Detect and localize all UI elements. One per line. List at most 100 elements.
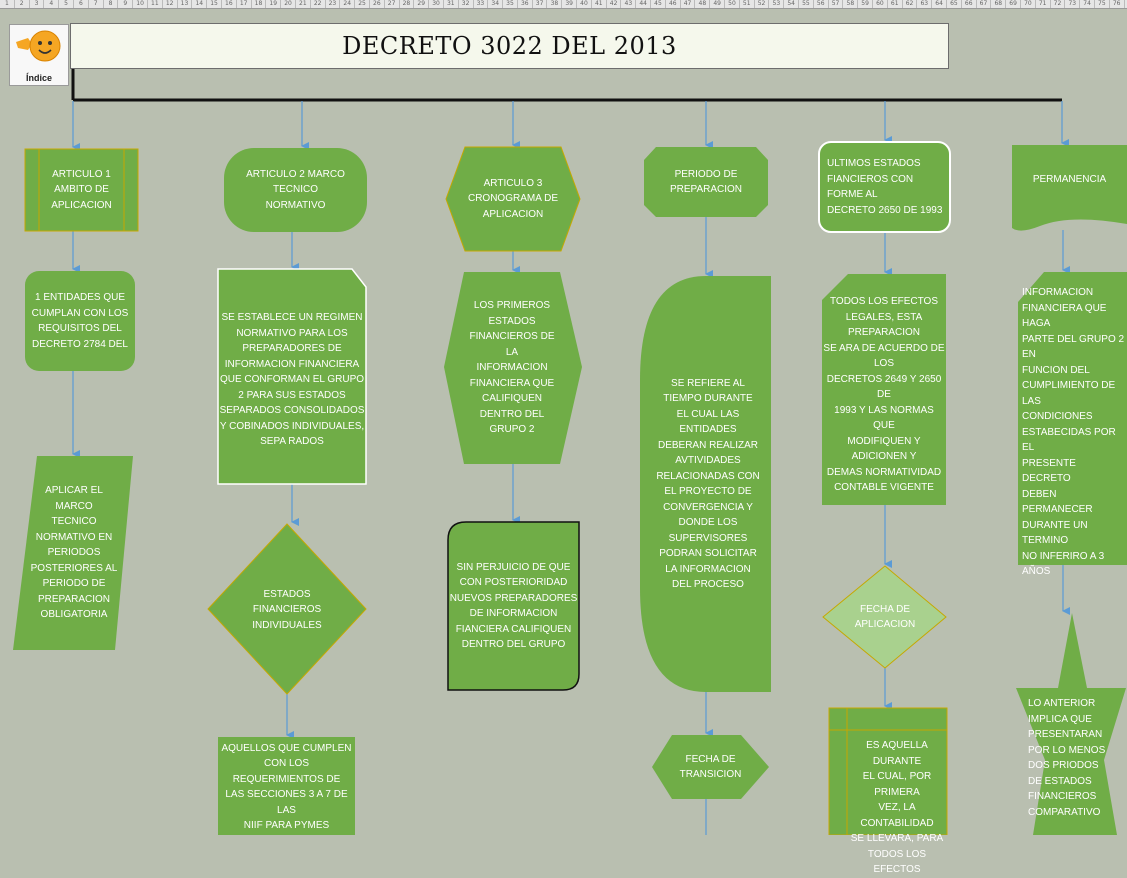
- ruler-column-48: 48: [695, 0, 711, 8]
- title-banner: DECRETO 3022 DEL 2013: [70, 23, 949, 69]
- ruler-column-69: 69: [1006, 0, 1021, 8]
- index-button[interactable]: Índice: [9, 24, 69, 86]
- ruler-column-72: 72: [1051, 0, 1066, 8]
- ruler-column-75: 75: [1095, 0, 1110, 8]
- ruler-column-12: 12: [163, 0, 178, 8]
- ruler-column-59: 59: [858, 0, 874, 8]
- ruler-column-63: 63: [917, 0, 933, 8]
- ruler-column-35: 35: [503, 0, 518, 8]
- node-efectos-legales: [822, 274, 946, 505]
- ruler-column-49: 49: [710, 0, 726, 8]
- ruler-column-26: 26: [370, 0, 385, 8]
- ruler-column-17: 17: [237, 0, 252, 8]
- tree-connector: [71, 68, 1062, 102]
- node-informacion-grupo2: [1018, 272, 1127, 565]
- node-estados-individuales: [207, 523, 367, 695]
- ruler-column-39: 39: [562, 0, 578, 8]
- ruler-column-3: 3: [30, 0, 45, 8]
- ruler-column-1: 1: [0, 0, 15, 8]
- ruler-column-73: 73: [1065, 0, 1081, 8]
- ruler-column-58: 58: [843, 0, 859, 8]
- node-aplicar-marco: [13, 456, 133, 650]
- ruler-column-36: 36: [518, 0, 533, 8]
- ruler-column-56: 56: [814, 0, 829, 8]
- ruler-column-38: 38: [547, 0, 563, 8]
- ruler-column-24: 24: [340, 0, 356, 8]
- ruler-column-2: 2: [15, 0, 30, 8]
- node-fecha-aplicacion: [822, 565, 947, 669]
- node-es-aquella: [828, 707, 948, 835]
- ruler-column-34: 34: [488, 0, 504, 8]
- node-fecha-transicion: [652, 735, 769, 799]
- ruler-column-52: 52: [755, 0, 770, 8]
- ruler-column-51: 51: [740, 0, 755, 8]
- ruler-column-13: 13: [178, 0, 193, 8]
- ruler-column-37: 37: [533, 0, 548, 8]
- ruler-column-42: 42: [607, 0, 622, 8]
- ruler-column-50: 50: [725, 0, 740, 8]
- ruler-column-57: 57: [829, 0, 844, 8]
- ruler-column-60: 60: [873, 0, 888, 8]
- node-ultimos-estados: [818, 141, 951, 233]
- node-sin-perjuicio: [447, 521, 580, 691]
- ruler-column-41: 41: [592, 0, 607, 8]
- ruler-column-65: 65: [947, 0, 962, 8]
- ruler-column-6: 6: [74, 0, 89, 8]
- ruler-column-15: 15: [207, 0, 222, 8]
- node-primeros-estados: [444, 272, 582, 464]
- ruler-column-67: 67: [977, 0, 992, 8]
- ruler-column-28: 28: [400, 0, 415, 8]
- node-periodo-preparacion: [644, 147, 768, 217]
- ruler-column-29: 29: [414, 0, 430, 8]
- ruler-column-4: 4: [44, 0, 60, 8]
- ruler-column-61: 61: [888, 0, 903, 8]
- node-tiempo-durante: [640, 276, 771, 692]
- ruler-column-5: 5: [59, 0, 74, 8]
- node-cumplen-requerimientos: [218, 737, 355, 835]
- ruler-column-27: 27: [385, 0, 400, 8]
- ruler-column-18: 18: [252, 0, 267, 8]
- ruler-column-8: 8: [104, 0, 119, 8]
- ruler-column-43: 43: [621, 0, 637, 8]
- emoji-pointing-face-icon: [16, 30, 61, 62]
- flow-arrows: [72, 101, 1070, 835]
- ruler-column-9: 9: [118, 0, 134, 8]
- node-entidades-requisitos: [25, 271, 135, 371]
- ruler-column-46: 46: [666, 0, 681, 8]
- ruler-column-64: 64: [932, 0, 947, 8]
- ruler-column-70: 70: [1021, 0, 1036, 8]
- node-articulo-2: [224, 148, 367, 232]
- index-label: Índice: [25, 73, 52, 83]
- ruler-column-10: 10: [133, 0, 148, 8]
- ruler-column-45: 45: [651, 0, 666, 8]
- ruler-column-74: 74: [1080, 0, 1095, 8]
- ruler-column-54: 54: [784, 0, 800, 8]
- page-title: DECRETO 3022 DEL 2013: [342, 32, 677, 60]
- ruler-column-23: 23: [326, 0, 341, 8]
- ruler-column-62: 62: [903, 0, 918, 8]
- ruler-column-66: 66: [962, 0, 977, 8]
- ruler-column-33: 33: [474, 0, 489, 8]
- ruler-column-16: 16: [222, 0, 237, 8]
- flowchart-canvas: [13, 68, 1127, 835]
- ruler-column-47: 47: [681, 0, 696, 8]
- ruler-column-53: 53: [769, 0, 785, 8]
- ruler-column-11: 11: [148, 0, 163, 8]
- ruler-column-40: 40: [577, 0, 592, 8]
- ruler-column-14: 14: [192, 0, 208, 8]
- ruler-column-19: 19: [266, 0, 282, 8]
- ruler-column-68: 68: [991, 0, 1007, 8]
- ruler-column-55: 55: [799, 0, 814, 8]
- ruler-column-31: 31: [444, 0, 459, 8]
- node-articulo-3: [445, 146, 581, 252]
- ruler-column-71: 71: [1036, 0, 1051, 8]
- ruler-column-22: 22: [311, 0, 326, 8]
- node-regimen-normativo: [217, 268, 367, 485]
- ruler-column-7: 7: [89, 0, 104, 8]
- ruler-column-32: 32: [459, 0, 474, 8]
- node-articulo-1: [24, 148, 139, 232]
- ruler-column-20: 20: [281, 0, 296, 8]
- ruler-column-44: 44: [636, 0, 652, 8]
- ruler-column-25: 25: [355, 0, 370, 8]
